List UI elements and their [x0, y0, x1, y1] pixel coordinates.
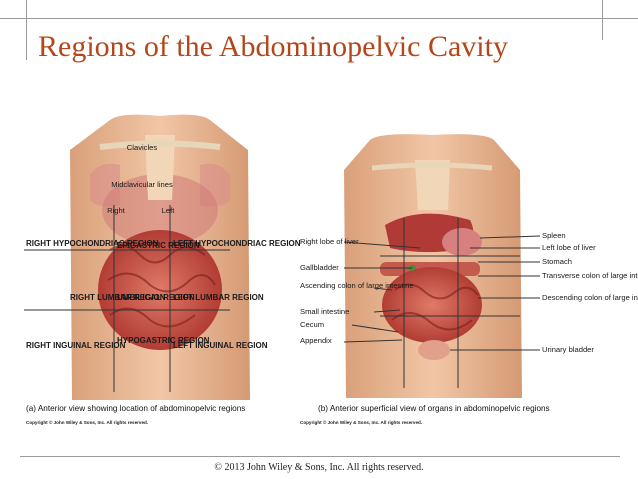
region-left-hypochondriac: LEFT HYPOCHONDRIAC REGION — [173, 239, 301, 248]
label-gallbladder: Gallbladder — [300, 263, 339, 272]
slide-title: Regions of the Abdominopelvic Cavity — [38, 30, 508, 63]
label-right-lobe-liver: Right lobe of liver — [300, 237, 359, 246]
copyright-b: Copyright © John Wiley & Sons, Inc. All … — [300, 419, 422, 425]
label-left: Left — [162, 206, 176, 215]
region-epigastric: EPIGASTRIC REGION — [117, 241, 200, 250]
copyright-a: Copyright © John Wiley & Sons, Inc. All … — [26, 419, 148, 425]
figure-b: Right lobe of liver Gallbladder Ascendin… — [300, 134, 638, 425]
region-left-lumbar: LEFT LUMBAR REGION — [173, 293, 264, 302]
label-urinary-bladder: Urinary bladder — [542, 345, 594, 354]
region-umbilical: UMBILICAL REGION — [117, 293, 195, 302]
label-midclavicular-lines: Midclavicular lines — [111, 180, 173, 189]
label-left-lobe-liver: Left lobe of liver — [542, 243, 596, 252]
torso-b — [344, 134, 522, 398]
label-descending-colon: Descending colon of large intestine — [542, 293, 638, 302]
caption-b: (b) Anterior superficial view of organs … — [318, 404, 550, 413]
clavicles-a — [99, 140, 221, 150]
region-right-inguinal: RIGHT INGUINAL REGION — [26, 341, 126, 350]
label-right: Right — [107, 206, 126, 215]
label-appendix: Appendix — [300, 336, 332, 345]
label-ascending-colon: Ascending colon of large intestine — [300, 281, 414, 290]
region-right-hypochondriac: RIGHT HYPOCHONDRIAC REGION — [26, 239, 159, 248]
urinary-bladder-b — [418, 340, 450, 360]
slide-frame-left — [26, 0, 27, 60]
label-transverse-colon: Transverse colon of large intestine — [542, 271, 638, 280]
region-left-inguinal: LEFT INGUINAL REGION — [173, 341, 268, 350]
label-small-intestine: Small intestine — [300, 307, 349, 316]
slide-footer: © 2013 John Wiley & Sons, Inc. All right… — [214, 462, 424, 473]
region-hypogastric: HYPOGASTRIC REGION — [117, 336, 210, 345]
torso-a — [70, 114, 250, 401]
slide-footer-rule — [20, 456, 620, 457]
small-intestine-b — [382, 267, 482, 343]
label-stomach: Stomach — [542, 257, 572, 266]
region-right-lumbar: RIGHT LUMBAR REGION — [70, 293, 166, 302]
caption-a: (a) Anterior view showing location of ab… — [26, 404, 245, 413]
slide-frame-top — [0, 18, 638, 19]
slide-frame-right — [602, 0, 603, 40]
label-cecum: Cecum — [300, 320, 324, 329]
label-clavicles: Clavicles — [127, 143, 158, 152]
figure-a: Clavicles Midclavicular lines Right Left… — [24, 114, 301, 425]
stomach-b — [442, 228, 482, 256]
label-spleen: Spleen — [542, 231, 566, 240]
